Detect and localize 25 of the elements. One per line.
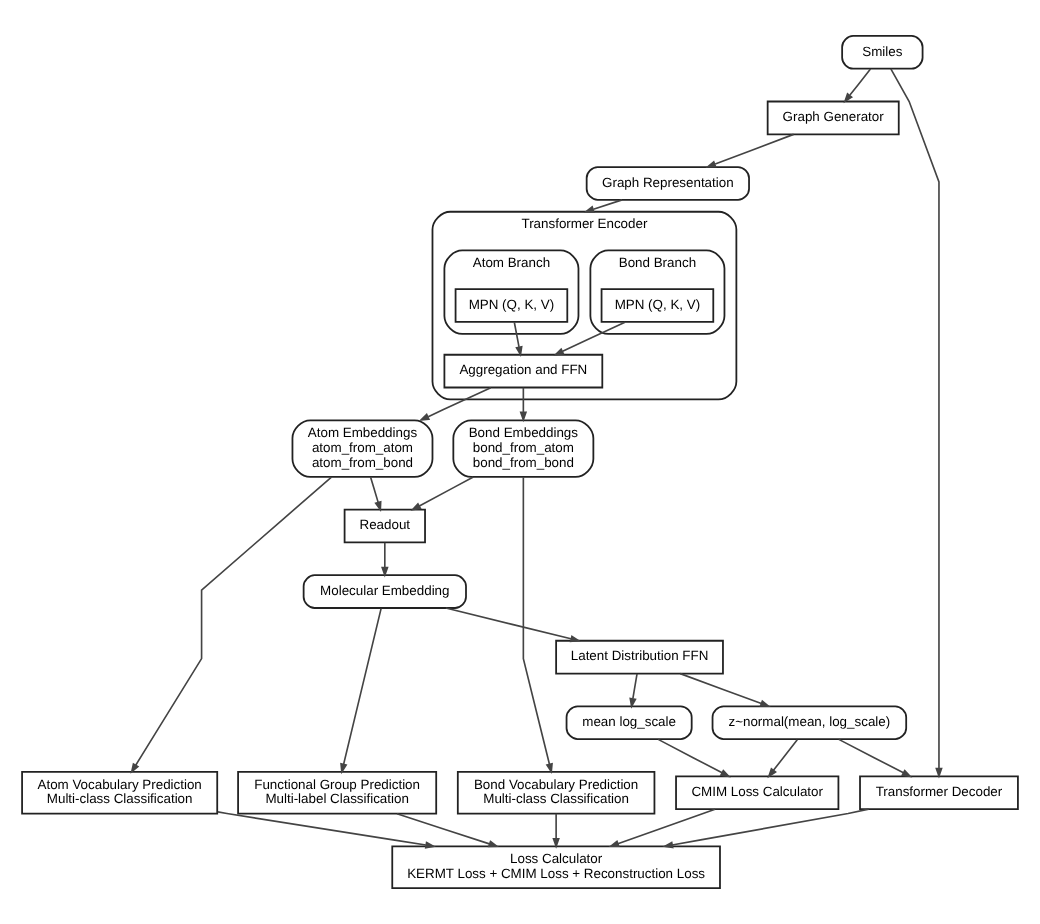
arrow bbox=[513, 321, 523, 358]
arrow bbox=[216, 811, 436, 849]
arrow bbox=[519, 386, 528, 423]
arrow bbox=[522, 476, 553, 775]
arrow bbox=[396, 812, 500, 848]
arrow bbox=[381, 541, 389, 578]
arrow bbox=[552, 812, 560, 849]
arrow bbox=[843, 68, 872, 104]
arrow bbox=[890, 68, 943, 779]
arrow bbox=[767, 738, 799, 779]
arrow bbox=[369, 476, 382, 512]
arrow bbox=[410, 476, 475, 511]
arrow bbox=[705, 133, 795, 168]
arrow bbox=[679, 672, 771, 707]
arrow bbox=[837, 738, 913, 778]
arrow bbox=[629, 672, 638, 709]
arrow bbox=[445, 607, 581, 643]
arrow bbox=[657, 738, 731, 778]
arrow bbox=[608, 808, 716, 848]
arrow bbox=[553, 321, 626, 356]
arrow bbox=[583, 199, 623, 213]
arrow bbox=[130, 476, 333, 774]
arrow bbox=[340, 607, 382, 775]
arrow bbox=[662, 808, 870, 849]
arrow bbox=[418, 386, 492, 422]
